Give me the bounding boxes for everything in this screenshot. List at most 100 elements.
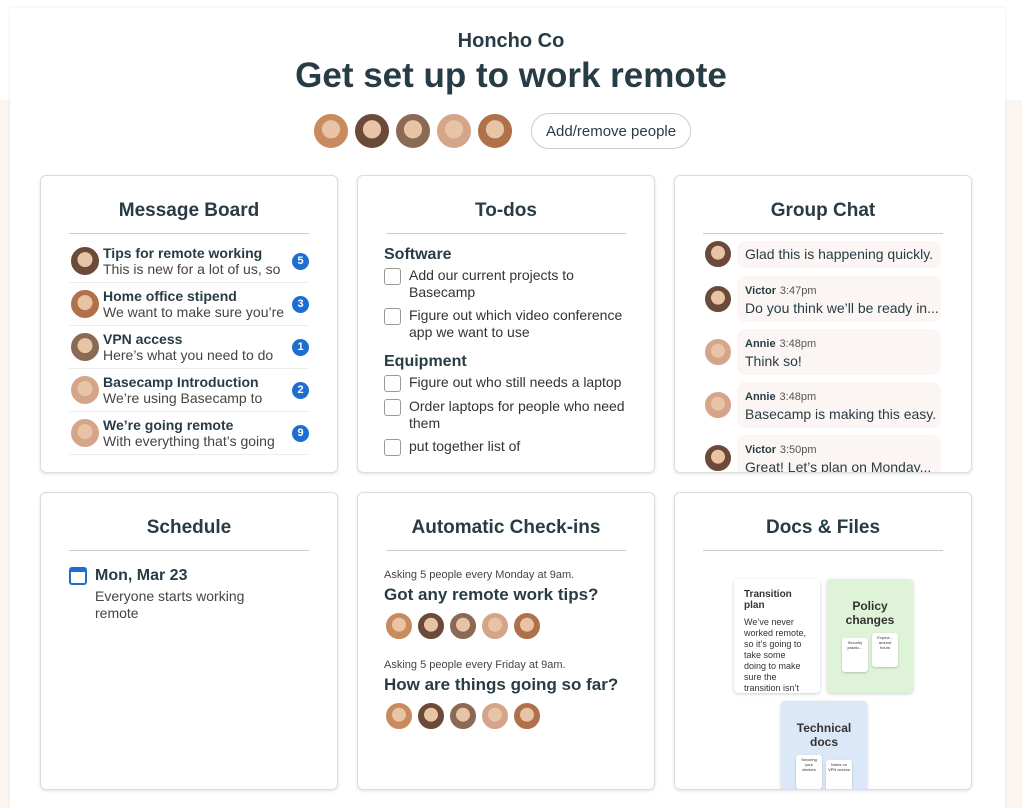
event-date: Mon, Mar 23 <box>95 567 188 584</box>
todo-checkbox[interactable] <box>384 439 401 456</box>
todo-checkbox[interactable] <box>384 308 401 325</box>
comment-count-badge: 5 <box>292 252 309 270</box>
message-title: We’re going remote <box>103 417 234 433</box>
todo-checkbox[interactable] <box>384 268 401 285</box>
chat-author: Victor <box>745 444 776 456</box>
avatar <box>416 701 446 731</box>
calendar-icon <box>69 567 87 585</box>
sub-doc: Securing your devices <box>796 755 822 789</box>
chat-text: Glad this is happening quickly. <box>745 245 934 262</box>
todo-text[interactable]: Order laptops for people who need them <box>409 398 625 431</box>
avatar <box>512 611 542 641</box>
group-chat-card[interactable]: Group Chat Glad this is happening quickl… <box>674 175 972 473</box>
avatar <box>448 701 478 731</box>
avatar <box>703 443 733 472</box>
checkin-question-text: Got any remote work tips? <box>384 585 599 604</box>
todo-list-name[interactable]: Software <box>384 246 452 263</box>
avatar <box>512 701 542 731</box>
page-title: Get set up to work remote <box>295 56 727 95</box>
checkin-schedule: Asking 5 people every Monday at 9am. <box>384 569 575 581</box>
avatar[interactable] <box>353 112 391 150</box>
avatar[interactable] <box>312 112 350 150</box>
chat-text: Basecamp is making this easy. <box>745 406 937 422</box>
message-excerpt: We want to make sure you’re <box>103 304 285 320</box>
avatar <box>69 288 101 320</box>
message-excerpt: This is new for a lot of us, so <box>103 261 281 277</box>
chat-text: Think so! <box>745 353 802 369</box>
avatar <box>703 390 733 420</box>
comment-count-badge: 9 <box>292 424 309 442</box>
comment-count-badge: 2 <box>292 381 309 399</box>
avatar <box>69 417 101 449</box>
card-title[interactable]: Message Board <box>69 200 309 234</box>
avatar[interactable] <box>435 112 473 150</box>
checkin-question-text: How are things going so far? <box>384 675 619 694</box>
avatar <box>69 245 101 277</box>
card-title[interactable]: Group Chat <box>703 200 943 234</box>
comment-count-badge: 3 <box>292 295 309 313</box>
chat-time: 3:50pm <box>779 444 817 456</box>
todo-item: Figure out which video conference app we… <box>384 307 628 341</box>
todo-text[interactable]: Figure out which video conference app we… <box>409 307 623 340</box>
message-title: Basecamp Introduction <box>103 374 259 390</box>
message-excerpt: With everything that’s going <box>103 433 275 449</box>
avatar <box>69 331 101 363</box>
todo-text[interactable]: Figure out who still needs a laptop <box>409 374 622 390</box>
docs-files-card[interactable]: Docs & Files Transition plan We’ve never… <box>674 492 972 790</box>
folder-technical-docs[interactable]: Technical docs Securing your devicesNote… <box>781 701 867 789</box>
card-title[interactable]: Automatic Check-ins <box>386 517 626 551</box>
card-title[interactable]: Docs & Files <box>703 517 943 551</box>
comment-count-badge: 1 <box>292 338 309 356</box>
event-title: Everyone starts working remote <box>95 588 245 621</box>
chat-author: Annie <box>745 338 776 350</box>
avatar[interactable] <box>394 112 432 150</box>
todo-item: Add our current projects to Basecamp <box>384 267 628 301</box>
avatar <box>480 701 510 731</box>
todo-text[interactable]: put together list of <box>409 438 521 454</box>
org-name: Honcho Co <box>457 30 565 52</box>
folder-policy-changes[interactable]: Policy changes Security practic...Expect… <box>827 579 913 693</box>
checkin-question[interactable]: Asking 5 people every Monday at 9am. Got … <box>358 569 654 641</box>
checkin-question[interactable]: Asking 5 people every Friday at 9am. How … <box>358 659 654 731</box>
todo-list-name[interactable]: Equipment <box>384 353 467 370</box>
document-transition-plan[interactable]: Transition plan We’ve never worked remot… <box>734 579 820 693</box>
schedule-card[interactable]: Schedule Mon, Mar 23 Everyone starts wor… <box>40 492 338 790</box>
doc-title: Transition plan <box>744 589 792 611</box>
checkins-card[interactable]: Automatic Check-ins Asking 5 people ever… <box>357 492 655 790</box>
people-row: Add/remove people <box>312 112 692 150</box>
todo-item: Figure out who still needs a laptop <box>384 374 628 392</box>
avatar <box>448 611 478 641</box>
avatar[interactable] <box>476 112 514 150</box>
card-title[interactable]: Schedule <box>69 517 309 551</box>
chat-text: Great! Let’s plan on Monday... <box>745 459 932 473</box>
card-title[interactable]: To-dos <box>386 200 626 234</box>
avatar <box>703 337 733 367</box>
todo-checkbox[interactable] <box>384 375 401 392</box>
schedule-event[interactable]: Mon, Mar 23 Everyone starts working remo… <box>69 567 309 622</box>
add-remove-people-button[interactable]: Add/remove people <box>531 113 692 149</box>
message-excerpt: We’re using Basecamp to <box>103 390 263 406</box>
todo-checkbox[interactable] <box>384 399 401 416</box>
avatar <box>480 611 510 641</box>
chat-time: 3:48pm <box>779 338 817 350</box>
avatar <box>384 701 414 731</box>
sub-doc: Expect... around hours <box>872 633 898 667</box>
checkin-schedule: Asking 5 people every Friday at 9am. <box>384 659 566 671</box>
chat-message[interactable]: Glad this is happening quickly. <box>703 239 941 269</box>
sub-doc: Notes on VPN access <box>826 760 852 789</box>
avatar <box>703 239 733 269</box>
todo-item: Order laptops for people who need them <box>384 398 628 432</box>
todo-text[interactable]: Add our current projects to Basecamp <box>409 267 574 300</box>
doc-body: We’ve never worked remote, so it’s going… <box>744 617 807 693</box>
